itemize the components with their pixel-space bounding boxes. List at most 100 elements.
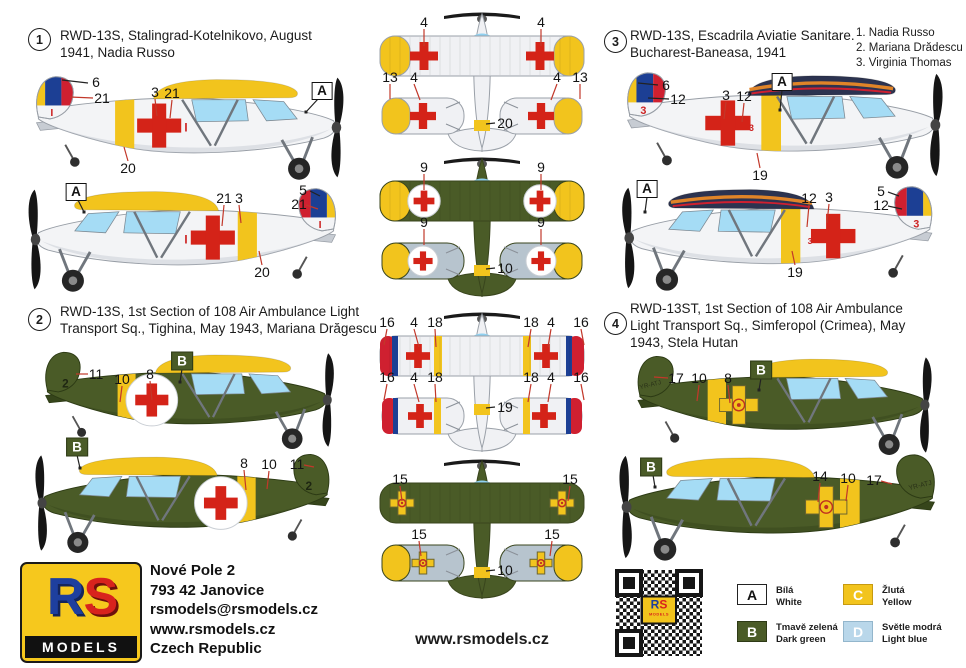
callout-4: 4 [410, 369, 418, 385]
callout-15: 15 [562, 471, 578, 487]
section-1-number: 1 [28, 28, 51, 51]
svg-text:3: 3 [913, 218, 919, 230]
callout-5: 5 [877, 183, 885, 199]
legend-swatch-c: C [843, 584, 873, 605]
callout-21: 21 [94, 90, 110, 106]
callout-15: 15 [411, 526, 427, 542]
pilot-1: 1. Nadia Russo [856, 27, 935, 39]
callout-16: 16 [379, 314, 395, 330]
callout-3: 3 [722, 87, 730, 103]
callout-6: 6 [92, 74, 100, 90]
section-4-number: 4 [604, 312, 627, 335]
callout-18: 18 [427, 369, 443, 385]
qr-finder-icon [615, 569, 643, 597]
address-line: 793 42 Janovice [150, 581, 265, 599]
callout-21: 21 [216, 190, 232, 206]
callout-16: 16 [379, 369, 395, 385]
legend-swatch-d: D [843, 621, 873, 642]
callout-21: 21 [291, 196, 307, 212]
callout-16: 16 [573, 314, 589, 330]
callout-B: B [171, 351, 193, 371]
section-2-title: RWD-13S, 1st Section of 108 Air Ambulanc… [60, 304, 377, 336]
aircraft-profile-1a: II [35, 76, 344, 180]
address-country: Czech Republic [150, 640, 262, 657]
section-4-title: RWD-13ST, 1st Section of 108 Air Ambulan… [630, 301, 906, 350]
callout-B: B [640, 457, 662, 477]
aircraft-profile-4b: YR-ATJ [619, 454, 936, 561]
callout-9: 9 [537, 159, 545, 175]
footer-url: www.rsmodels.cz [415, 631, 549, 648]
svg-text:I: I [184, 122, 187, 134]
callout-11: 11 [289, 456, 305, 472]
callout-6: 6 [662, 77, 670, 93]
callout-14: 14 [812, 468, 828, 484]
callout-9: 9 [420, 159, 428, 175]
svg-text:I: I [50, 107, 53, 119]
section-1-title: RWD-13S, Stalingrad-Kotelnikovo, August … [60, 28, 312, 60]
pilot-list: 1. Nadia Russo 2. Mariana Drădescu 3. Vi… [856, 26, 963, 71]
callout-9: 9 [420, 214, 428, 230]
callout-13: 13 [382, 69, 398, 85]
svg-text:I: I [319, 219, 322, 231]
aircraft-profile-4a: YR-ATJ [637, 355, 932, 455]
pilot-3: 3. Virginia Thomas [856, 57, 952, 69]
address-block: Nové Pole 2 793 42 Janovice rsmodels@rsm… [150, 561, 318, 659]
qr-finder-icon [615, 629, 643, 657]
callout-12: 12 [670, 91, 686, 107]
callout-12: 12 [736, 88, 752, 104]
svg-text:3: 3 [808, 236, 813, 246]
aircraft-plan-pc [379, 312, 585, 452]
callout-21: 21 [164, 85, 180, 101]
callout-3: 3 [825, 189, 833, 205]
section-3-title: RWD-13S, Escadrila Aviatie Sanitare. Buc… [630, 28, 855, 60]
callout-A: A [65, 183, 87, 201]
pilot-2: 2. Mariana Drădescu [856, 42, 963, 54]
callout-5: 5 [299, 182, 307, 198]
svg-text:3: 3 [749, 123, 754, 133]
callout-20: 20 [497, 115, 513, 131]
callout-4: 4 [537, 14, 545, 30]
qr-finder-icon [675, 569, 703, 597]
callout-4: 4 [420, 14, 428, 30]
callout-19: 19 [497, 399, 513, 415]
aircraft-profile-1b: II [28, 188, 337, 292]
legend-swatch-a: A [737, 584, 767, 605]
callout-A: A [771, 73, 793, 91]
callout-10: 10 [691, 370, 707, 386]
callout-B: B [750, 360, 772, 380]
callout-10: 10 [497, 260, 513, 276]
callout-20: 20 [254, 264, 270, 280]
callout-8: 8 [724, 370, 732, 386]
callout-20: 20 [120, 160, 136, 176]
callout-A: A [311, 82, 333, 100]
callout-13: 13 [572, 69, 588, 85]
address-website: www.rsmodels.cz [150, 620, 276, 638]
section-3-number: 3 [604, 30, 627, 53]
aircraft-plan-pa [379, 12, 585, 152]
qr-logo-badge: RS MODELS [641, 595, 677, 625]
callout-4: 4 [410, 69, 418, 85]
legend-swatch-b: B [737, 621, 767, 642]
callout-4: 4 [410, 314, 418, 330]
callout-9: 9 [537, 214, 545, 230]
callout-4: 4 [553, 69, 561, 85]
callout-17: 17 [668, 370, 684, 386]
svg-text:3: 3 [640, 105, 646, 117]
callout-19: 19 [787, 264, 803, 280]
callout-10: 10 [114, 371, 130, 387]
callout-4: 4 [547, 369, 555, 385]
callout-A: A [636, 180, 658, 198]
aircraft-plan-pb [379, 157, 585, 297]
svg-text:2: 2 [62, 377, 69, 390]
qr-code: RS MODELS [612, 566, 706, 660]
callout-15: 15 [544, 526, 560, 542]
